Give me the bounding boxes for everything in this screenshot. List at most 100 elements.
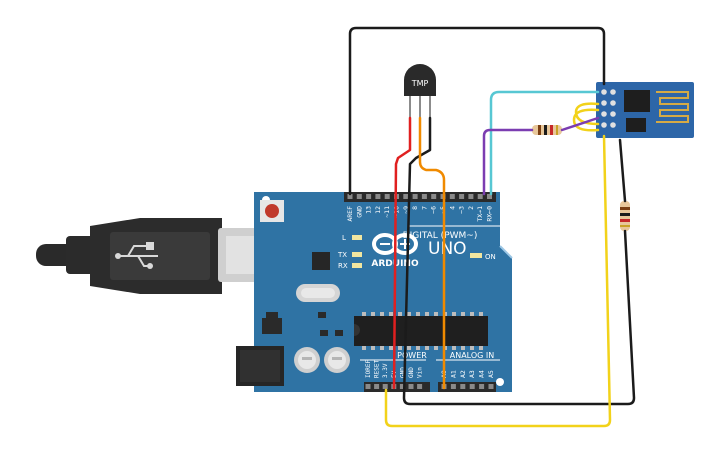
analog-pin-label: A4	[478, 370, 486, 378]
wire-black-sensor-gnd	[402, 116, 636, 406]
board-edge-accent	[499, 245, 513, 259]
digital-pin-label: TX→1	[476, 206, 484, 222]
power-pin-hole	[417, 384, 423, 389]
digital-label: DIGITAL (PWM~)	[403, 231, 478, 241]
digital-pin-hole	[468, 194, 474, 199]
mount-hole	[496, 378, 504, 386]
led-rx	[352, 263, 362, 268]
chip-pin	[470, 346, 474, 350]
resistor-2	[620, 201, 630, 231]
reset-button-cap[interactable]	[265, 204, 279, 218]
chip-pin	[371, 312, 375, 316]
digital-pin-label: AREF	[346, 206, 354, 222]
usb-symbol-square	[146, 242, 154, 250]
power-jack-face	[240, 350, 280, 382]
chip-pin	[380, 346, 384, 350]
chip-pin	[398, 312, 402, 316]
chip-pin	[362, 312, 366, 316]
temperature-sensor: TMP	[404, 64, 436, 118]
status-leds: L TX RX	[337, 234, 362, 270]
digital-pin-label: ~3	[458, 206, 466, 214]
digital-pin-label: 7	[420, 206, 428, 210]
power-pin-label: RESET	[374, 360, 381, 378]
module-pin	[601, 100, 607, 106]
power-pin-hole	[382, 384, 388, 389]
sensor-body	[404, 64, 436, 96]
chip-pin	[389, 346, 393, 350]
smd-component	[335, 330, 343, 336]
chip-pin	[407, 312, 411, 316]
module-pin	[610, 89, 616, 95]
chip-pin	[425, 346, 429, 350]
board-model: UNO	[428, 239, 467, 259]
module-pin	[610, 122, 616, 128]
wire-orange-signal	[418, 116, 446, 390]
wifi-module	[596, 82, 694, 138]
digital-pin-label: 13	[365, 206, 373, 214]
power-pin-label: 3.3V	[382, 363, 389, 378]
smd-component	[318, 312, 326, 318]
power-pin-label: IOREF	[365, 360, 372, 378]
chip-pin	[452, 346, 456, 350]
chip-pin	[452, 312, 456, 316]
regulator-tab	[266, 312, 278, 318]
chip-pin	[398, 346, 402, 350]
analog-header	[438, 382, 496, 392]
power-pin-hole	[399, 384, 405, 389]
wire-resistor1-module	[560, 116, 600, 132]
digital-pin-hole	[477, 194, 483, 199]
wire-purple-rx	[482, 128, 534, 196]
digital-pin-hole	[459, 194, 465, 199]
digital-pin-label: 4	[448, 206, 456, 210]
digital-pin-holes	[347, 194, 492, 199]
logo-infinity-right-icon	[392, 233, 418, 255]
analog-pin-hole	[469, 384, 475, 389]
digital-pin-hole	[412, 194, 418, 199]
digital-pin-label: ~11	[383, 206, 391, 218]
chip-pin	[362, 346, 366, 350]
digital-pin-hole	[384, 194, 390, 199]
module-pins	[601, 89, 616, 128]
chip-pin	[479, 312, 483, 316]
smd-component	[320, 330, 328, 336]
module-pin	[601, 111, 607, 117]
digital-pin-label: ~9	[402, 206, 410, 214]
module-pin	[601, 89, 607, 95]
digital-pin-label: RX←0	[486, 206, 494, 222]
led-tx-label: TX	[337, 251, 347, 259]
module-pin	[610, 100, 616, 106]
chip-pin	[470, 312, 474, 316]
capacitor-mark	[302, 357, 312, 360]
led-on-label: ON	[485, 253, 496, 261]
analog-pin-label: A5	[487, 370, 495, 378]
module-chip	[624, 90, 650, 112]
chip-pin	[461, 312, 465, 316]
wire-black-gnd-top	[348, 26, 606, 196]
usb-interface-chip	[312, 252, 330, 270]
analog-pin-hole	[488, 384, 494, 389]
module-flash-chip	[626, 118, 646, 132]
digital-pin-hole	[356, 194, 362, 199]
analog-label: ANALOG IN	[450, 351, 495, 360]
chip-pin	[434, 312, 438, 316]
analog-pin-hole	[450, 384, 456, 389]
analog-pin-label: A3	[468, 370, 476, 378]
chip-pin	[416, 312, 420, 316]
antenna-trace-icon	[656, 91, 689, 123]
wire-cyan-tx	[489, 90, 600, 196]
wire-yellow-3v3	[384, 134, 612, 428]
capacitor-mark	[332, 357, 342, 360]
power-pin-hole	[408, 384, 414, 389]
module-pin	[610, 111, 616, 117]
digital-pin-label: 2	[467, 206, 475, 210]
digital-pin-hole	[449, 194, 455, 199]
resistor-1	[532, 125, 562, 135]
module-pin	[601, 122, 607, 128]
analog-pin-label: A2	[459, 370, 467, 378]
voltage-regulator	[262, 318, 282, 334]
digital-pin-hole	[403, 194, 409, 199]
usb-cable	[36, 218, 290, 294]
sensor-label: TMP	[411, 79, 429, 88]
analog-pin-label: A1	[449, 370, 457, 378]
